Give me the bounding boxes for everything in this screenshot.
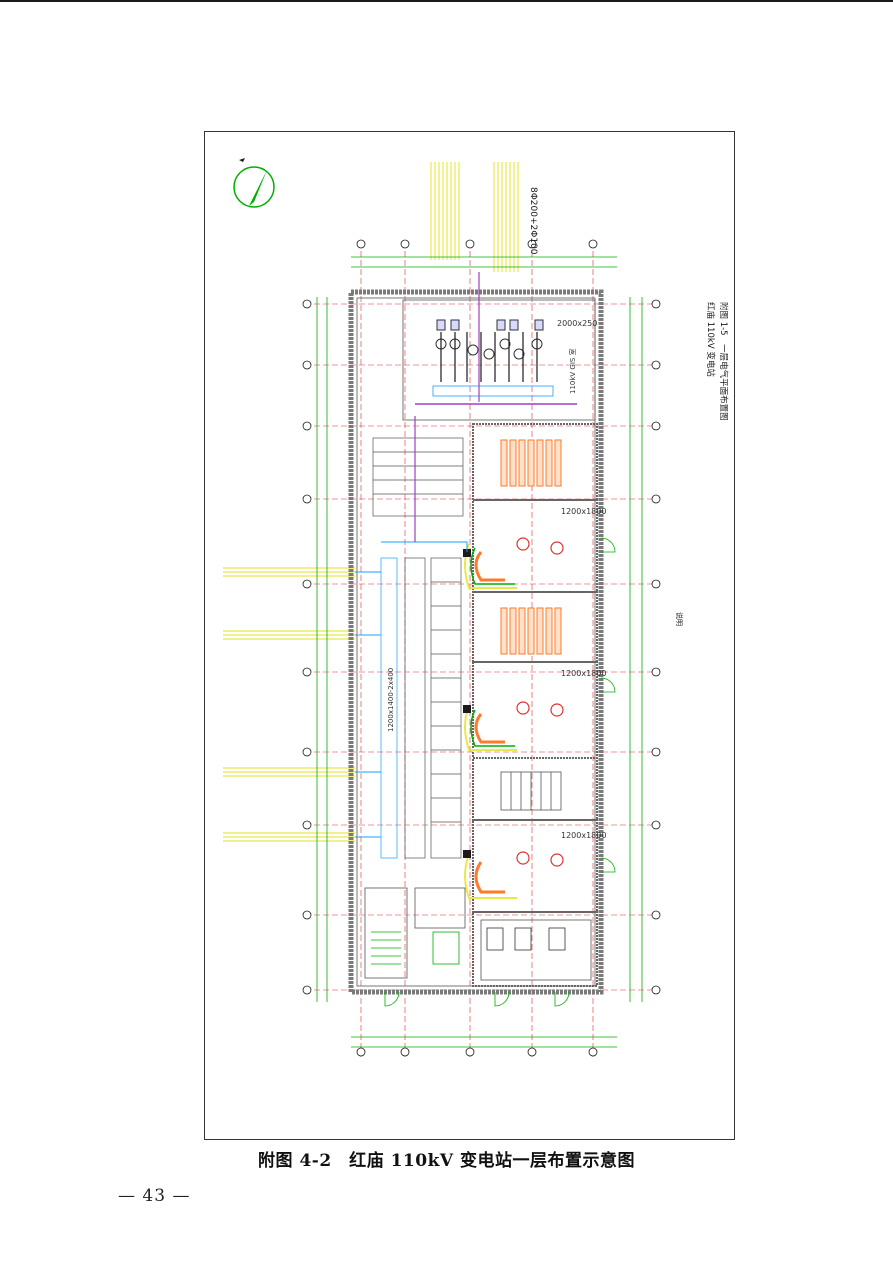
right-rooms [472,423,598,987]
left-trench-label: 1200x1400-2x400 [387,668,395,732]
north-arrow-icon [233,158,275,208]
left-conduit-bundles [223,567,355,842]
trench-label: 2000x250 [557,319,597,328]
axis-bubbles [302,239,661,1057]
gis-room: 2000x250 110kV GIS 室 [402,272,597,421]
cable-routes [355,416,468,838]
floor-plan-drawing: 2000x250 110kV GIS 室 [223,158,729,1057]
side-note: 说明 [675,612,684,626]
axis-lines [305,242,660,1057]
drawing-frame: 2000x250 110kV GIS 室 [204,131,735,1140]
page-number: — 43 — [118,1186,191,1206]
switchgear-panels [500,439,562,655]
cable-trench-3-label: 1200x1800 [561,831,606,840]
capacitor-banks [500,771,562,811]
stair-and-small-rooms [364,887,592,981]
transformer-bays: 1200x1800 1200x1800 1200x1800 [463,507,606,899]
top-conduit-bundle [430,162,519,272]
cable-trench-1-label: 1200x1800 [561,507,606,516]
dimension-lines [316,256,643,1048]
gis-room-label: 110kV GIS 室 [568,348,577,394]
top-rule [0,0,893,2]
title-block-line1: 红庙 110kV 变电站 [705,302,716,377]
control-cabinets [372,437,464,859]
doors [384,537,616,1007]
duct-label: 8Φ200+2Φ100 [528,187,538,255]
building-walls [348,289,604,995]
title-block-line2: 附图 1-5 一层电气平面布置图 [718,302,729,421]
figure-caption: 附图 4-2 红庙 110kV 变电站一层布置示意图 [258,1151,635,1171]
cable-trench-2-label: 1200x1800 [561,669,606,678]
